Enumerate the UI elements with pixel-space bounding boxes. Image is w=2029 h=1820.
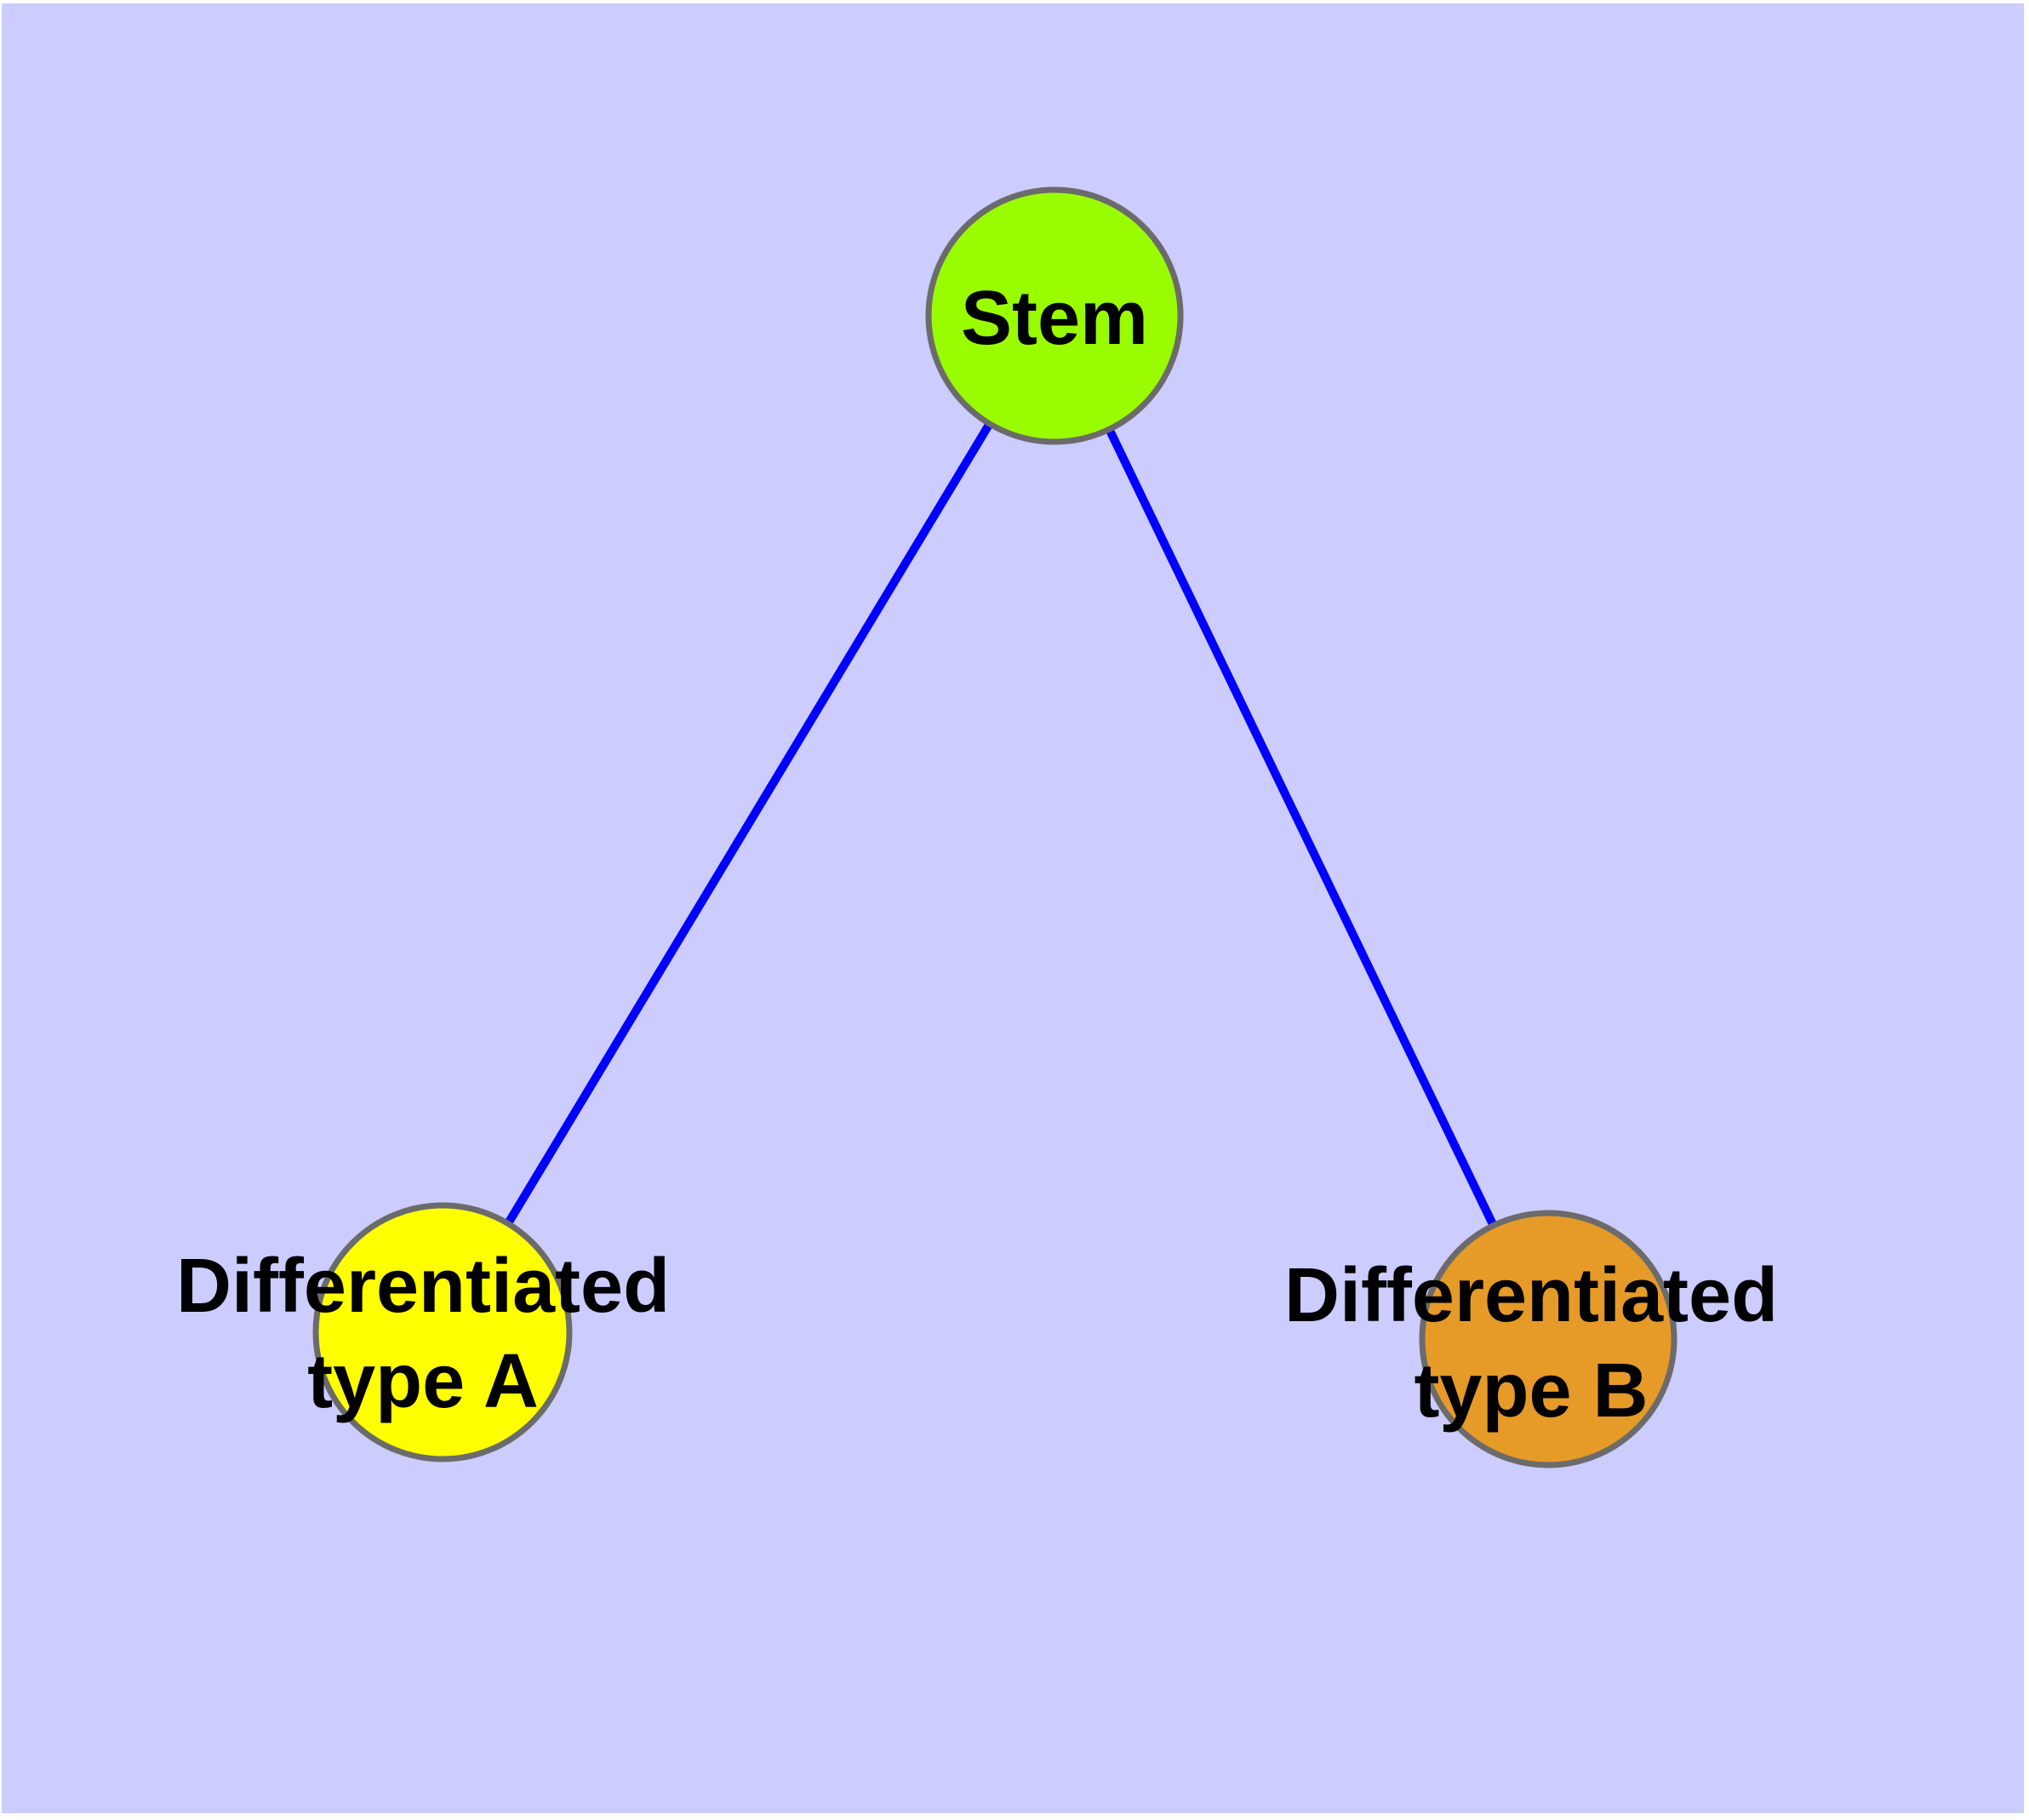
node-circle-stem xyxy=(925,186,1184,445)
node-circle-type-a xyxy=(312,1202,573,1462)
edge-stem-to-type-b xyxy=(1050,313,1552,1342)
node-circle-type-b xyxy=(1419,1210,1677,1468)
diagram-canvas: Stem Differentiated type A Differentiate… xyxy=(2,3,2024,1813)
edge-stem-to-type-a xyxy=(438,313,1059,1335)
